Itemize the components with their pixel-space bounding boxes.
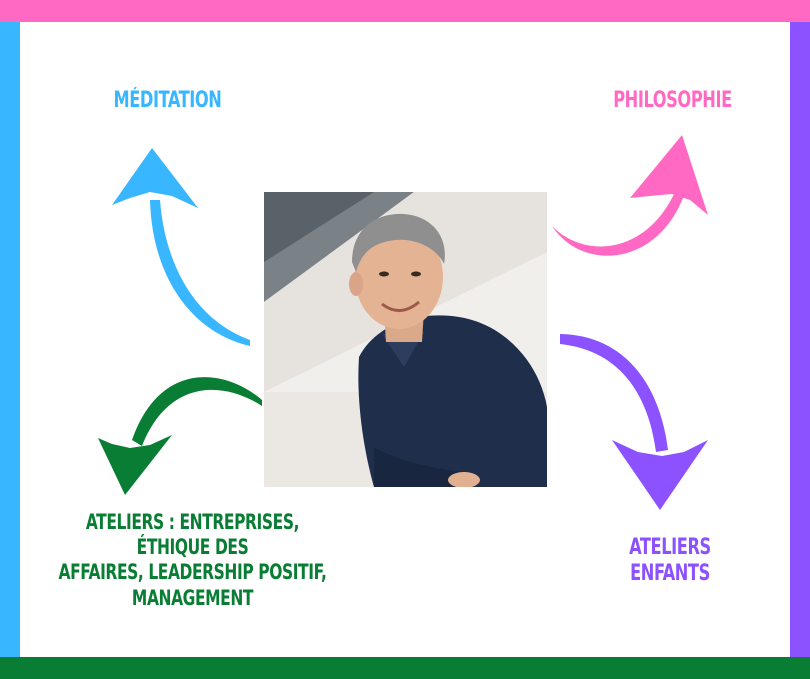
frame-border-bottom xyxy=(0,657,810,679)
label-ateliers-line-1: ATELIERS : ENTREPRISES, ÉTHIQUE DES xyxy=(85,510,300,560)
curved-arrow-up-icon xyxy=(112,148,250,346)
label-ateliers-line-2: AFFAIRES, LEADERSHIP POSITIF, xyxy=(58,560,327,585)
frame-border-right xyxy=(790,22,810,657)
curved-arrow-up-right-icon xyxy=(552,135,708,256)
curved-arrow-down-icon xyxy=(560,334,708,510)
label-ateliers-line-3: MANAGEMENT xyxy=(131,585,254,610)
curved-arrow-down-left-icon xyxy=(98,377,262,495)
label-ateliers-entreprises: ATELIERS : ENTREPRISES, ÉTHIQUE DES AFFA… xyxy=(47,510,338,611)
label-philosophie: PHILOSOPHIE xyxy=(613,88,732,113)
label-meditation: MÉDITATION xyxy=(113,88,222,113)
frame-border-top xyxy=(0,0,810,22)
label-ateliers-enfants: ATELIERS ENFANTS xyxy=(629,535,711,587)
frame-border-left xyxy=(0,22,20,657)
portrait-photo xyxy=(264,192,547,487)
